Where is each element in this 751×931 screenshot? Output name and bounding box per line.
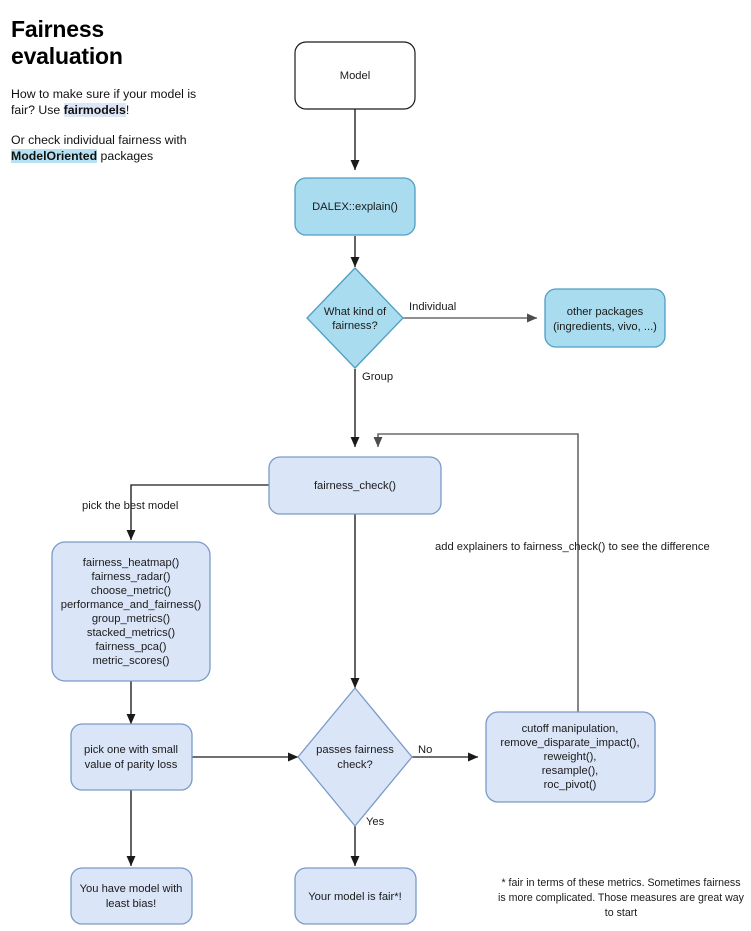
intro-panel: Fairness evaluation How to make sure if … <box>11 16 201 179</box>
node-bias-mitigation-methods[interactable]: cutoff manipulation, remove_disparate_im… <box>485 711 656 803</box>
node-plot-functions-line-5: group_metrics() <box>92 613 171 625</box>
node-passes-fairness-check-shape <box>297 686 413 828</box>
edge-label-no: No <box>418 744 432 756</box>
node-mitigation-line-5: roc_pivot() <box>544 779 597 791</box>
edge-label-pick-the-best-model: pick the best model <box>82 500 178 512</box>
node-mitigation-line-4: resample(), <box>542 765 599 777</box>
node-other-packages-label-line1: other packages <box>567 306 644 318</box>
node-pick-one-small-parity-loss-shape <box>70 723 193 791</box>
node-dalex-explain-label: DALEX::explain() <box>312 201 398 213</box>
node-dalex-explain[interactable]: DALEX::explain() <box>294 177 416 236</box>
intro-paragraph-2-pre: Or check individual fairness with <box>11 133 187 148</box>
footnote: * fair in terms of these metrics. Someti… <box>498 877 744 920</box>
node-passes-fairness-check[interactable]: passes fairness check? <box>297 686 413 828</box>
node-least-bias-result-shape <box>70 867 193 925</box>
intro-paragraph-1-pre: How to make sure if your model is fair? … <box>11 86 197 118</box>
intro-paragraph-2: Or check individual fairness with ModelO… <box>11 132 201 164</box>
node-pick-one-label-line2: value of parity loss <box>85 759 178 771</box>
intro-paragraph-1-post: ! <box>125 103 130 118</box>
node-plot-functions[interactable]: fairness_heatmap() fairness_radar() choo… <box>51 541 211 682</box>
node-fairness-check-shape <box>268 456 442 515</box>
node-plot-functions-line-2: fairness_radar() <box>92 571 171 583</box>
node-pick-one-label-line1: pick one with small <box>84 744 178 756</box>
node-plot-functions-line-6: stacked_metrics() <box>87 627 176 639</box>
edge-label-individual: Individual <box>409 301 456 313</box>
node-mitigation-line-3: reweight(), <box>544 751 597 763</box>
node-fairness-check[interactable]: fairness_check() <box>268 456 442 515</box>
node-dalex-explain-shape <box>294 177 416 236</box>
node-other-packages-shape <box>544 288 666 348</box>
page-title: Fairness evaluation <box>11 16 123 69</box>
modeloriented-highlight: ModelOriented <box>11 149 98 164</box>
node-passes-fairness-check-label-line2: check? <box>337 759 372 771</box>
node-model-label: Model <box>340 70 370 82</box>
node-least-bias-label-line1: You have model with <box>80 883 183 895</box>
edge-label-group: Group <box>362 371 393 383</box>
node-plot-functions-line-8: metric_scores() <box>92 655 169 667</box>
node-pick-one-small-parity-loss[interactable]: pick one with small value of parity loss <box>70 723 193 791</box>
node-plot-functions-line-1: fairness_heatmap() <box>83 557 180 569</box>
node-what-kind-of-fairness[interactable]: What kind of fairness? <box>306 267 404 369</box>
node-model-is-fair-result[interactable]: Your model is fair*! <box>294 867 417 925</box>
node-model-shape <box>294 41 416 110</box>
node-model-is-fair-label: Your model is fair*! <box>308 891 401 903</box>
intro-paragraph-2-post: packages <box>97 149 154 164</box>
edge-label-yes: Yes <box>366 816 385 828</box>
node-model[interactable]: Model <box>294 41 416 110</box>
node-least-bias-label-line2: least bias! <box>106 898 156 910</box>
node-what-kind-of-fairness-label-line1: What kind of <box>324 306 387 318</box>
node-mitigation-line-2: remove_disparate_impact(), <box>500 737 639 749</box>
node-plot-functions-line-3: choose_metric() <box>91 585 171 597</box>
edge-fairness-check-to-plot-functions <box>126 484 269 541</box>
node-plot-functions-shape <box>51 541 211 682</box>
intro-paragraph-1: How to make sure if your model is fair? … <box>11 86 201 118</box>
node-least-bias-result[interactable]: You have model with least bias! <box>70 867 193 925</box>
node-what-kind-of-fairness-shape <box>306 267 404 369</box>
node-other-packages[interactable]: other packages (ingredients, vivo, ...) <box>544 288 666 348</box>
edge-mitigation-feedback-loop <box>373 433 579 712</box>
node-plot-functions-line-4: performance_and_fairness() <box>61 599 202 611</box>
node-other-packages-label-line2: (ingredients, vivo, ...) <box>553 321 657 333</box>
node-passes-fairness-check-label-line1: passes fairness <box>316 744 394 756</box>
node-model-is-fair-result-shape <box>294 867 417 925</box>
fairmodels-highlight: fairmodels <box>63 103 126 118</box>
node-bias-mitigation-methods-shape <box>485 711 656 803</box>
node-fairness-check-label: fairness_check() <box>314 480 396 492</box>
node-plot-functions-line-7: fairness_pca() <box>96 641 167 653</box>
node-what-kind-of-fairness-label-line2: fairness? <box>332 320 377 332</box>
edge-label-add-explainers: add explainers to fairness_check() to se… <box>435 541 710 553</box>
node-mitigation-line-1: cutoff manipulation, <box>522 723 619 735</box>
